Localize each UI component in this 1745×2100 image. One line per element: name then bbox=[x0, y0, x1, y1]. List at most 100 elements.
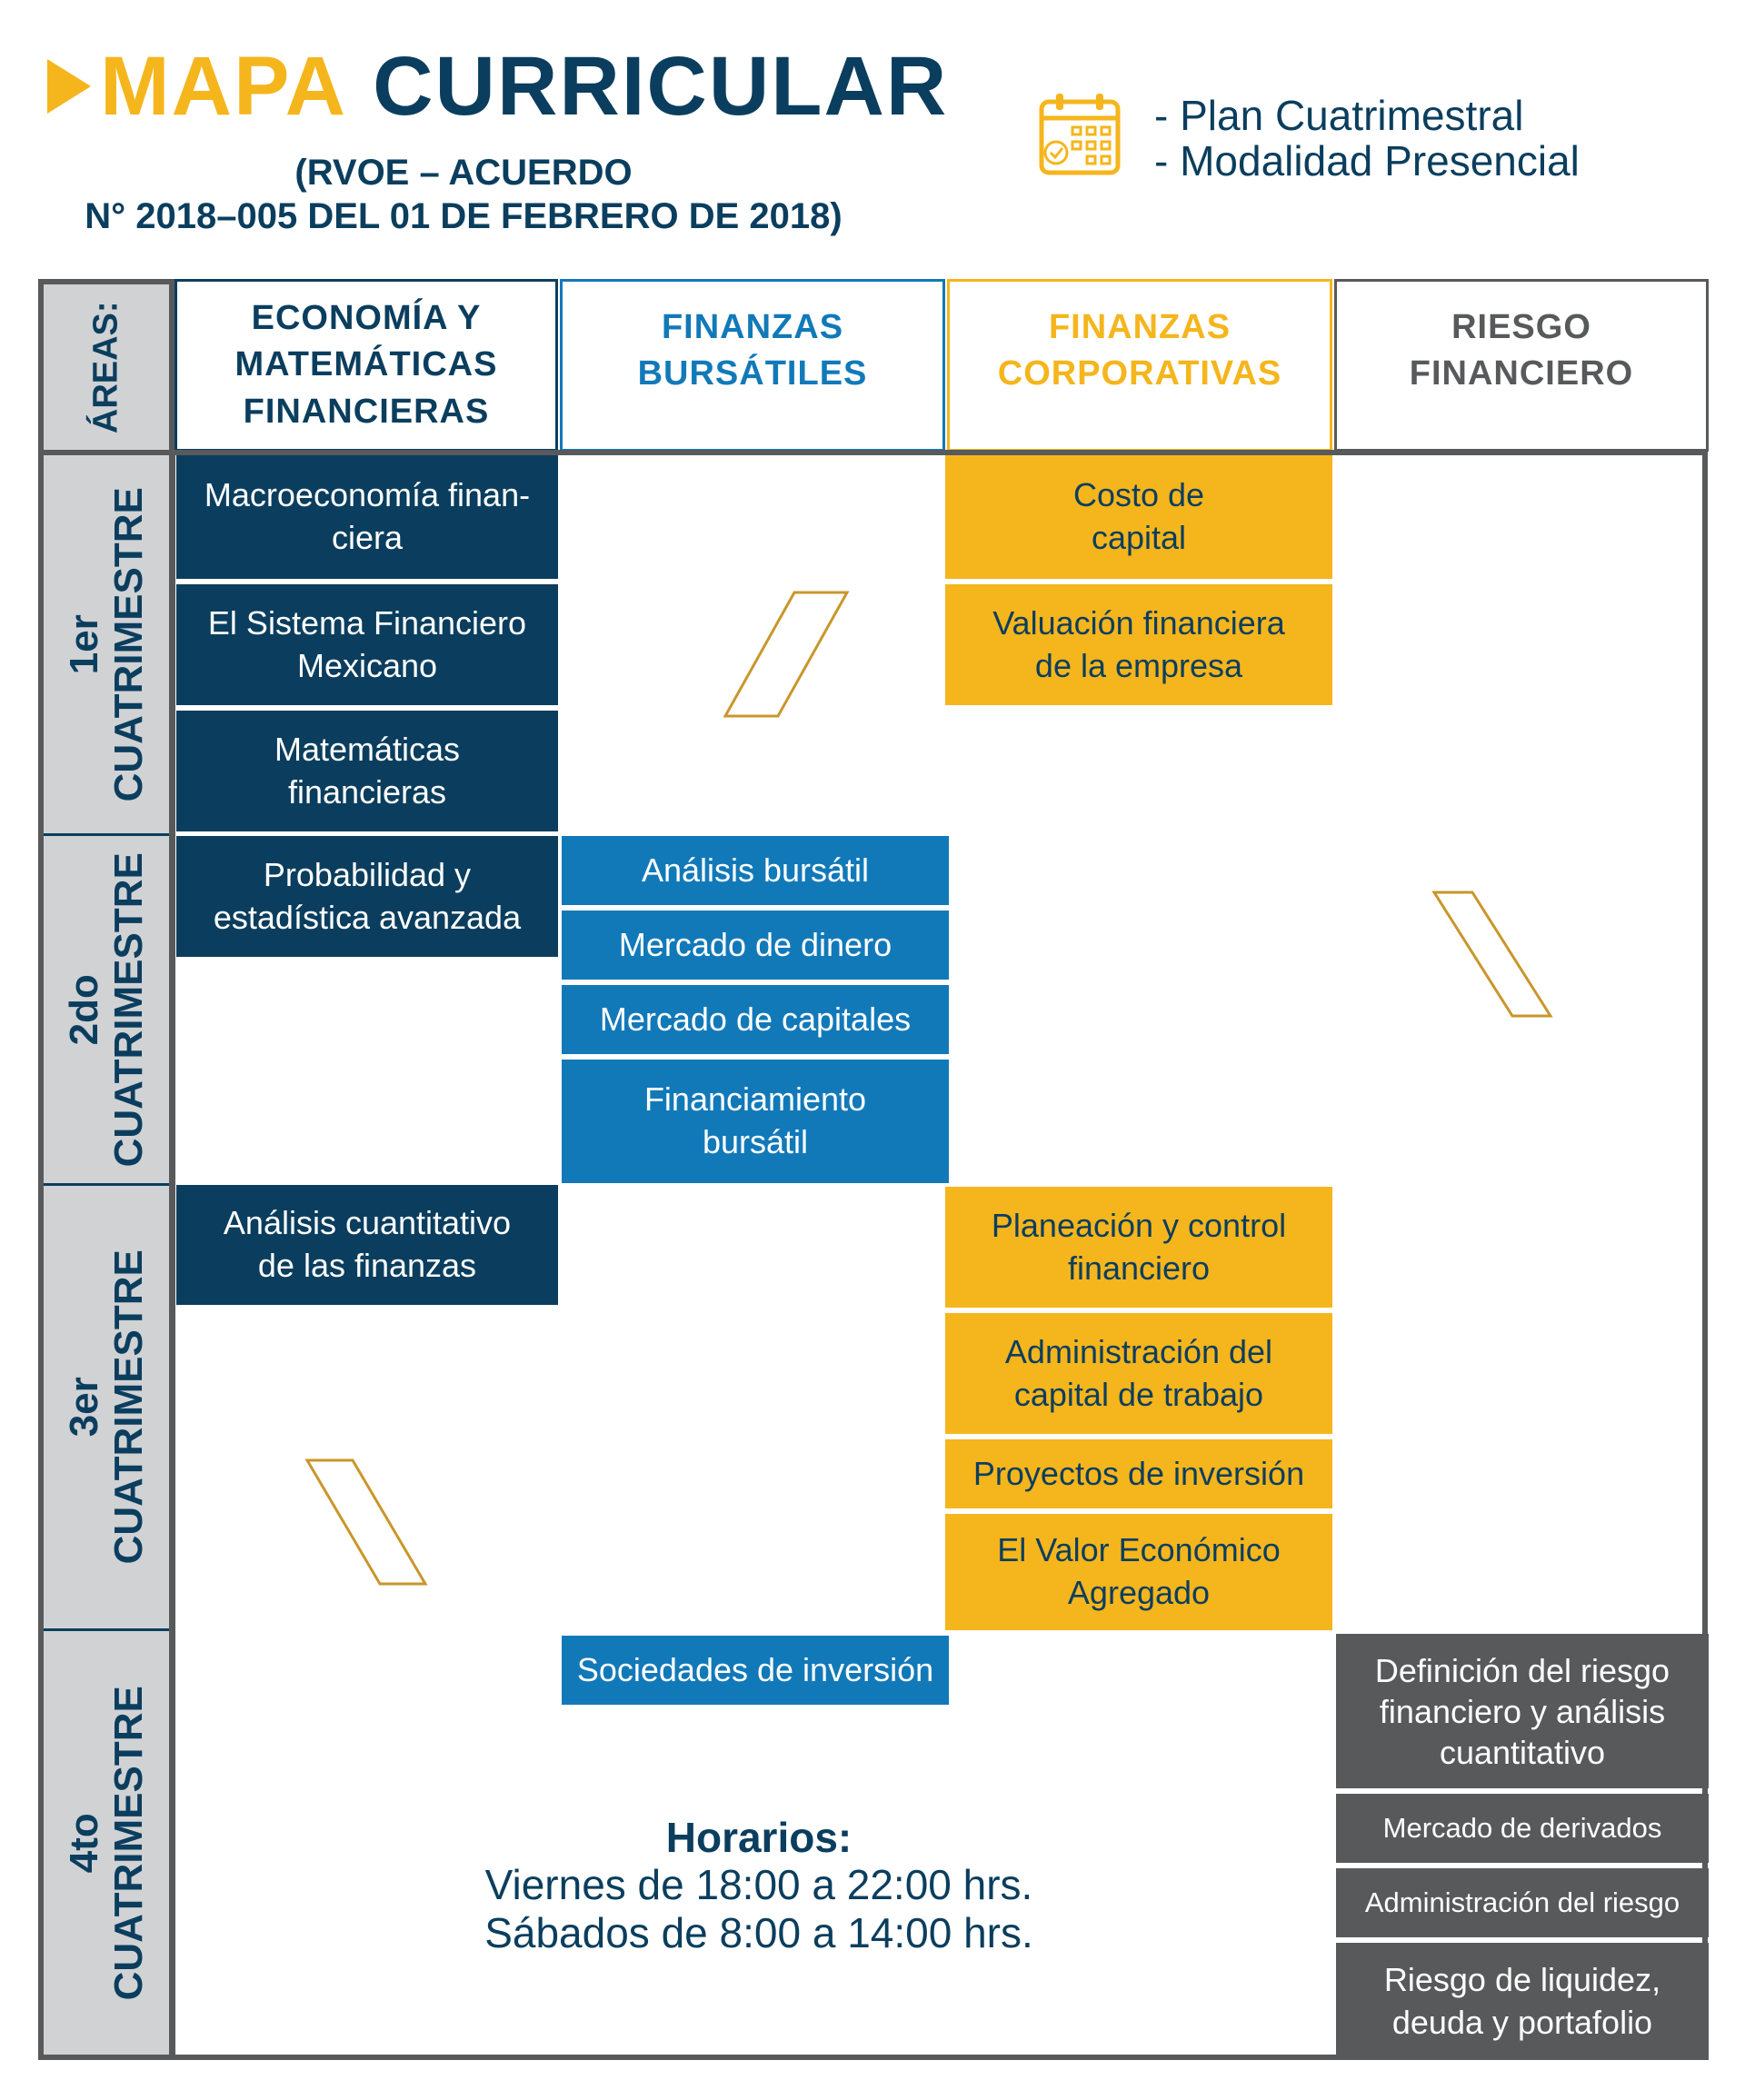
course-mercado-dinero: Mercado de dinero bbox=[562, 911, 949, 980]
area-riesgo-line1: RIESGO bbox=[1451, 308, 1591, 346]
course-planeacion-control: Planeación y control financiero bbox=[945, 1187, 1332, 1308]
course-costo-capital: Costo de capital bbox=[945, 455, 1332, 579]
decorative-parallelogram-icon bbox=[723, 591, 850, 718]
course-line: Financiamiento bbox=[643, 1080, 867, 1119]
terms-column bbox=[38, 450, 174, 2060]
calendar-check-icon bbox=[1039, 94, 1121, 175]
course-line: El Sistema Financiero bbox=[207, 603, 527, 642]
course-administracion-riesgo: Administración del riesgo bbox=[1336, 1868, 1709, 1937]
term-2-line2: CUATRIMESTRE bbox=[106, 851, 152, 1168]
course-line: capital de trabajo bbox=[1013, 1375, 1264, 1413]
course-proyectos-inversion: Proyectos de inversión bbox=[945, 1439, 1332, 1508]
term-4-line1: 4to bbox=[61, 1813, 106, 1874]
area-economia-line3: FINANCIERAS bbox=[243, 392, 490, 431]
course-line: Costo de bbox=[1072, 476, 1205, 514]
triangle-arrow-icon bbox=[47, 59, 91, 114]
term-1-line2: CUATRIMESTRE bbox=[106, 486, 152, 802]
course-line: de la empresa bbox=[1034, 646, 1243, 684]
plan-line-1: - Plan Cuatrimestral bbox=[1154, 92, 1524, 139]
course-macroeconomia: Macroeconomía finan-ciera bbox=[176, 455, 558, 579]
course-line: Análisis cuantitativo bbox=[223, 1204, 512, 1242]
area-riesgo-line2: FINANCIERO bbox=[1409, 354, 1634, 393]
rvoe-line-2: N° 2018–005 DEL 01 DE FEBRERO DE 2018) bbox=[85, 196, 843, 236]
course-line: Administración del bbox=[1004, 1332, 1273, 1370]
area-header-bursatiles: FINANZAS BURSÁTILES bbox=[560, 279, 945, 452]
course-financiamiento-bursatil: Financiamiento bursátil bbox=[562, 1060, 949, 1183]
course-analisis-cuantitativo: Análisis cuantitativo de las finanzas bbox=[176, 1185, 558, 1305]
decorative-parallelogram-icon bbox=[1431, 891, 1553, 1018]
area-economia-line1: ECONOMÍA Y bbox=[251, 299, 482, 338]
course-line: bursátil bbox=[702, 1123, 809, 1160]
course-line: capital bbox=[1091, 519, 1187, 556]
area-economia-line2: MATEMÁTICAS bbox=[234, 345, 498, 384]
course-line: El Valor Económico bbox=[997, 1531, 1281, 1569]
course-line: Riesgo de liquidez, bbox=[1383, 1960, 1661, 1998]
curriculum-grid bbox=[170, 450, 1708, 2060]
area-corporativas-line1: FINANZAS bbox=[1048, 308, 1231, 346]
course-line: cuantitativo bbox=[1439, 1733, 1606, 1771]
course-valuacion-financiera: Valuación financiera de la empresa bbox=[945, 584, 1332, 705]
schedule-line-1: Viernes de 18:00 a 22:00 hrs. bbox=[484, 1861, 1033, 1908]
course-line: Agregado bbox=[1067, 1574, 1211, 1611]
page-title: MAPA CURRICULAR bbox=[47, 36, 948, 136]
plan-line-2: - Modalidad Presencial bbox=[1154, 137, 1580, 184]
term-divider bbox=[44, 1183, 169, 1186]
course-line: Mercado de capitales bbox=[599, 1000, 912, 1038]
course-line: financieras bbox=[287, 772, 447, 811]
schedule-title: Horarios: bbox=[665, 1814, 853, 1861]
course-line: Planeación y control bbox=[991, 1206, 1287, 1244]
course-line: de las finanzas bbox=[257, 1247, 477, 1284]
course-line: Mexicano bbox=[296, 646, 438, 684]
course-line: Proyectos de inversión bbox=[972, 1454, 1305, 1492]
course-line: Sociedades de inversión bbox=[576, 1650, 934, 1688]
term-2-line1: 2do bbox=[61, 973, 106, 1046]
title-part-1: MAPA bbox=[100, 39, 348, 133]
course-line: Definición del riesgo bbox=[1374, 1651, 1670, 1689]
area-header-corporativas: FINANZAS CORPORATIVAS bbox=[947, 279, 1332, 452]
term-divider bbox=[44, 833, 169, 836]
area-header-riesgo: RIESGO FINANCIERO bbox=[1334, 279, 1709, 452]
course-sociedades-inversion: Sociedades de inversión bbox=[562, 1636, 949, 1705]
course-line: Mercado de dinero bbox=[618, 925, 892, 963]
term-4-line2: CUATRIMESTRE bbox=[106, 1685, 152, 2001]
areas-label: ÁREAS: bbox=[86, 301, 125, 434]
course-mercado-capitales: Mercado de capitales bbox=[562, 985, 949, 1054]
course-line: financiero bbox=[1067, 1249, 1211, 1287]
area-corporativas-line2: CORPORATIVAS bbox=[997, 354, 1282, 393]
course-line: financiero y análisis bbox=[1379, 1692, 1666, 1730]
term-1-line1: 1er bbox=[61, 613, 106, 675]
area-bursatiles-line1: FINANZAS bbox=[661, 308, 844, 346]
rvoe-line-1: (RVOE – ACUERDO bbox=[294, 153, 633, 193]
course-line: Administración del riesgo bbox=[1364, 1886, 1680, 1918]
course-line: Análisis bursátil bbox=[641, 851, 870, 889]
course-analisis-bursatil: Análisis bursátil bbox=[562, 836, 949, 905]
course-line: Matemáticas bbox=[274, 730, 461, 768]
course-line: Macroeconomía finan- bbox=[204, 476, 531, 514]
title-part-2: CURRICULAR bbox=[373, 39, 949, 133]
course-riesgo-liquidez: Riesgo de liquidez, deuda y portafolio bbox=[1336, 1943, 1709, 2060]
course-capital-trabajo: Administración del capital de trabajo bbox=[945, 1313, 1332, 1434]
schedule-line-2: Sábados de 8:00 a 14:00 hrs. bbox=[484, 1909, 1033, 1956]
term-3-line2: CUATRIMESTRE bbox=[106, 1249, 152, 1565]
course-line: ciera bbox=[331, 519, 403, 556]
areas-label-cell: ÁREAS: bbox=[38, 279, 174, 456]
course-line: Probabilidad y bbox=[263, 855, 472, 893]
course-mercado-derivados: Mercado de derivados bbox=[1336, 1794, 1709, 1863]
term-divider bbox=[44, 1628, 169, 1631]
area-header-economia: ECONOMÍA Y MATEMÁTICAS FINANCIERAS bbox=[174, 279, 558, 452]
course-line: Mercado de derivados bbox=[1382, 1811, 1662, 1844]
course-line: Valuación financiera bbox=[992, 603, 1285, 642]
term-3-line1: 3er bbox=[61, 1377, 106, 1438]
area-bursatiles-line2: BURSÁTILES bbox=[637, 354, 868, 393]
decorative-parallelogram-icon bbox=[304, 1458, 428, 1586]
course-matematicas-financieras: Matemáticas financieras bbox=[176, 711, 558, 831]
course-line: deuda y portafolio bbox=[1391, 2003, 1653, 2041]
